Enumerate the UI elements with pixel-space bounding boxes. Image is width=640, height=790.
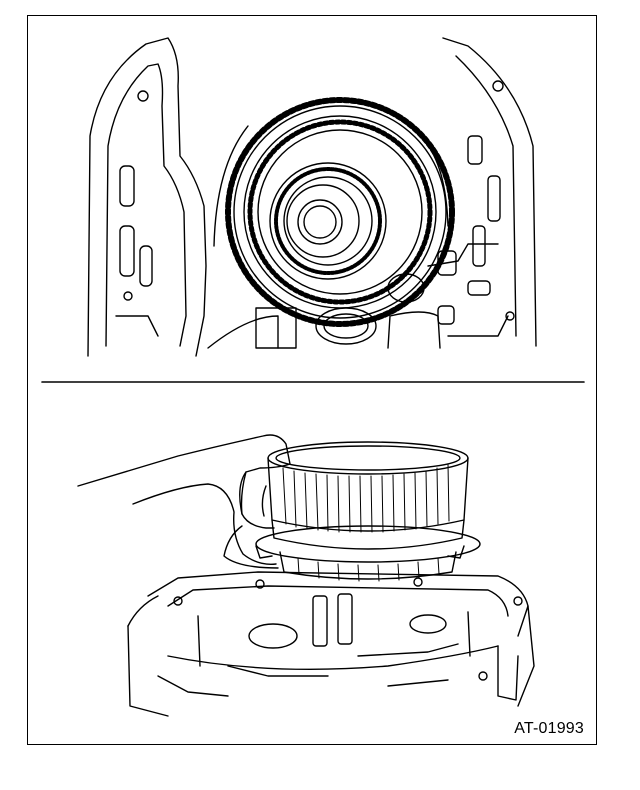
case-bolt-hole xyxy=(413,577,423,587)
housing-right-inner xyxy=(455,55,517,337)
hub-bore-inner xyxy=(303,205,337,239)
hand-knuckle xyxy=(261,485,267,517)
case-top-inner xyxy=(167,585,509,617)
clutch-top-rim-inner xyxy=(275,445,461,471)
clutch-band xyxy=(271,519,465,550)
case-rib xyxy=(157,675,229,697)
piston-base xyxy=(279,551,457,580)
piston-flange xyxy=(255,525,481,563)
case-wall xyxy=(467,611,471,657)
housing-left-inner xyxy=(105,63,187,347)
housing-bottom-edge xyxy=(387,311,441,349)
case-bolt-hole xyxy=(478,671,488,681)
case-bracket xyxy=(497,645,519,701)
housing-right-slot xyxy=(487,175,501,222)
bottom-panel-illustration xyxy=(77,434,535,717)
case-rib xyxy=(227,665,329,677)
case-top-outline xyxy=(147,571,529,637)
housing-right-slot xyxy=(467,135,483,165)
clutch-ribs xyxy=(282,463,450,533)
drum-shell-left xyxy=(213,125,249,247)
top-panel-illustration xyxy=(87,37,537,357)
ring-gear-rim xyxy=(257,129,423,295)
hub-outer xyxy=(286,184,360,258)
case-floor xyxy=(167,645,499,671)
housing-left-slot xyxy=(119,165,135,207)
housing-bottom-edge xyxy=(207,315,279,349)
case-bolt-hole xyxy=(173,596,183,606)
clutch-top-rim xyxy=(267,441,469,475)
case-right-side xyxy=(517,605,535,707)
ring-gear-teeth xyxy=(247,119,433,305)
housing-right-rib xyxy=(447,315,509,337)
figure-frame: AT-01993 xyxy=(27,15,597,745)
case-left-side xyxy=(127,625,169,717)
case-rib xyxy=(387,679,449,687)
housing-left-hole xyxy=(137,90,149,102)
case-post xyxy=(312,595,328,647)
drum-shell-left xyxy=(227,135,259,227)
case-wall xyxy=(197,615,201,667)
illustration xyxy=(41,37,585,717)
housing-right-slot xyxy=(467,280,491,296)
sun-gear-teeth xyxy=(274,167,382,275)
housing-right-hole xyxy=(492,80,504,92)
case-bolt-hole xyxy=(255,579,265,589)
housing-right-outline xyxy=(442,37,537,347)
case-bore xyxy=(409,614,447,634)
drum-shell-right xyxy=(423,139,449,227)
sun-gear-outer xyxy=(269,162,387,280)
housing-left-outline xyxy=(87,37,207,357)
case-post xyxy=(337,593,353,645)
housing-left-slot xyxy=(139,245,153,287)
sun-gear-rim xyxy=(283,176,373,266)
hand-thumb xyxy=(223,525,279,569)
case-left-edge xyxy=(127,595,159,627)
housing-right-rib xyxy=(427,243,499,267)
housing-right-slot xyxy=(472,225,486,267)
ring-gear-rim xyxy=(233,105,447,319)
case-rib xyxy=(357,643,459,657)
housing-right-hole xyxy=(505,311,515,321)
figure-id-label: AT-01993 xyxy=(514,720,584,737)
piston-teeth xyxy=(297,557,440,582)
lower-bore-inner xyxy=(323,313,369,339)
housing-right-slot xyxy=(437,305,455,325)
ring-gear-rim xyxy=(243,115,437,309)
hand-outline xyxy=(77,434,291,529)
support-block xyxy=(255,307,297,349)
hand-fingers xyxy=(239,471,247,515)
hand-palm xyxy=(132,483,277,565)
housing-left-rib xyxy=(115,315,159,337)
case-bolt-hole xyxy=(513,596,523,606)
hub-bore xyxy=(297,199,343,245)
housing-left-hole xyxy=(123,291,133,301)
case-bore xyxy=(248,623,298,649)
piston-lugs xyxy=(255,545,465,559)
housing-left-slot xyxy=(119,225,135,277)
